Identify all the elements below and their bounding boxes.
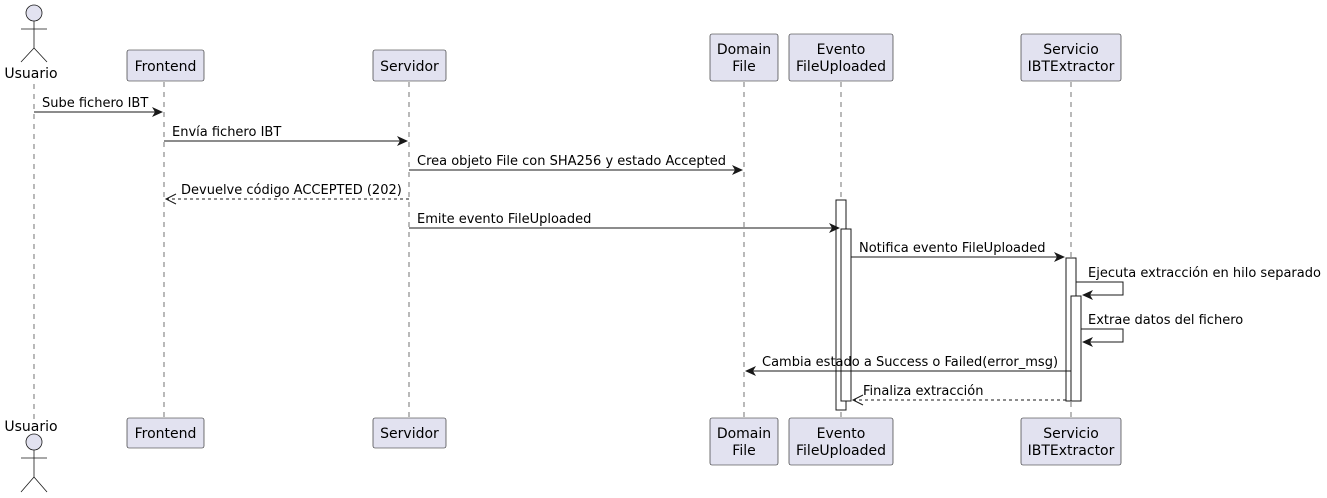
arrowhead — [1082, 290, 1093, 300]
messages: Sube fichero IBT Envía fichero IBT Crea … — [34, 96, 1321, 406]
participant-label: Usuario — [4, 419, 57, 435]
message-label: Cambia estado a Success o Failed(error_m… — [762, 355, 1058, 370]
message-9: Cambia estado a Success o Failed(error_m… — [745, 355, 1071, 376]
participant-servicio-top: Servicio IBTExtractor — [1020, 33, 1122, 82]
message-label: Envía fichero IBT — [172, 125, 281, 140]
participant-domain-file-bottom: Domain File — [709, 417, 779, 466]
message-10: Finaliza extracción — [851, 384, 1066, 406]
message-label: Extrae datos del fichero — [1088, 313, 1243, 328]
message-label: Ejecuta extracción en hilo separado — [1088, 266, 1321, 281]
arrowhead — [397, 136, 408, 146]
participant-label-line-1: Evento — [817, 42, 866, 58]
participant-label-line-2: IBTExtractor — [1028, 443, 1115, 459]
arrowhead — [1054, 252, 1065, 262]
person-icon — [20, 4, 48, 63]
participant-label-line-2: File — [732, 443, 755, 459]
participant-label-line-2: FileUploaded — [796, 59, 886, 75]
participant-label-line-1: Domain — [717, 426, 771, 442]
message-label: Devuelve código ACCEPTED (202) — [181, 183, 402, 198]
message-4: Devuelve código ACCEPTED (202) — [164, 183, 409, 205]
participant-frontend-bottom: Frontend — [126, 417, 205, 449]
arrowhead — [732, 165, 743, 175]
message-6: Notifica evento FileUploaded — [851, 241, 1065, 262]
arrowhead — [152, 107, 163, 117]
person-icon — [20, 433, 48, 493]
arrowhead — [1082, 337, 1093, 347]
participant-frontend-top: Frontend — [126, 49, 205, 82]
participant-label: Servidor — [380, 59, 439, 75]
arrowhead — [164, 193, 177, 205]
message-label: Finaliza extracción — [863, 384, 983, 399]
participant-label-line-2: IBTExtractor — [1028, 59, 1115, 75]
participant-evento-bottom: Evento FileUploaded — [788, 417, 894, 466]
participant-label-line-2: FileUploaded — [796, 443, 886, 459]
message-8-self: Extrae datos del fichero — [1081, 313, 1243, 347]
participant-label: Usuario — [4, 66, 57, 82]
actor-usuario-bottom: Usuario — [4, 419, 58, 493]
activation-evento-inner — [840, 228, 852, 402]
message-arrow — [1076, 281, 1124, 296]
message-2: Envía fichero IBT — [164, 125, 408, 146]
message-arrow — [1081, 328, 1124, 343]
message-label: Notifica evento FileUploaded — [859, 241, 1046, 256]
participant-label-line-1: Servicio — [1043, 42, 1099, 58]
participant-servicio-bottom: Servicio IBTExtractor — [1020, 417, 1122, 466]
arrowhead — [851, 394, 864, 406]
participant-servidor-top: Servidor — [372, 49, 447, 82]
participant-label-line-1: Evento — [817, 426, 866, 442]
participant-label: Servidor — [380, 426, 439, 442]
message-label: Sube fichero IBT — [42, 96, 148, 111]
activation-servicio-inner — [1070, 295, 1082, 402]
message-5: Emite evento FileUploaded — [409, 212, 840, 233]
arrowhead — [829, 223, 840, 233]
message-1: Sube fichero IBT — [34, 96, 163, 117]
participant-label: Frontend — [135, 59, 197, 75]
message-label: Crea objeto File con SHA256 y estado Acc… — [417, 154, 726, 169]
participant-label-line-2: File — [732, 59, 755, 75]
participant-label: Frontend — [135, 426, 197, 442]
participant-label-line-1: Servicio — [1043, 426, 1099, 442]
message-7-self: Ejecuta extracción en hilo separado — [1076, 266, 1321, 300]
participants-top: Usuario Frontend Servidor Domain File Ev… — [4, 4, 1122, 82]
participant-servidor-bottom: Servidor — [372, 417, 447, 449]
participant-evento-top: Evento FileUploaded — [788, 33, 894, 82]
participant-domain-file-top: Domain File — [709, 33, 779, 82]
arrowhead — [745, 366, 756, 376]
message-label: Emite evento FileUploaded — [417, 212, 591, 227]
activations — [835, 199, 1082, 411]
participant-label-line-1: Domain — [717, 42, 771, 58]
participants-bottom: Usuario Frontend Servidor Domain File E — [4, 417, 1122, 493]
actor-usuario-top: Usuario — [4, 4, 58, 82]
message-3: Crea objeto File con SHA256 y estado Acc… — [409, 154, 743, 175]
